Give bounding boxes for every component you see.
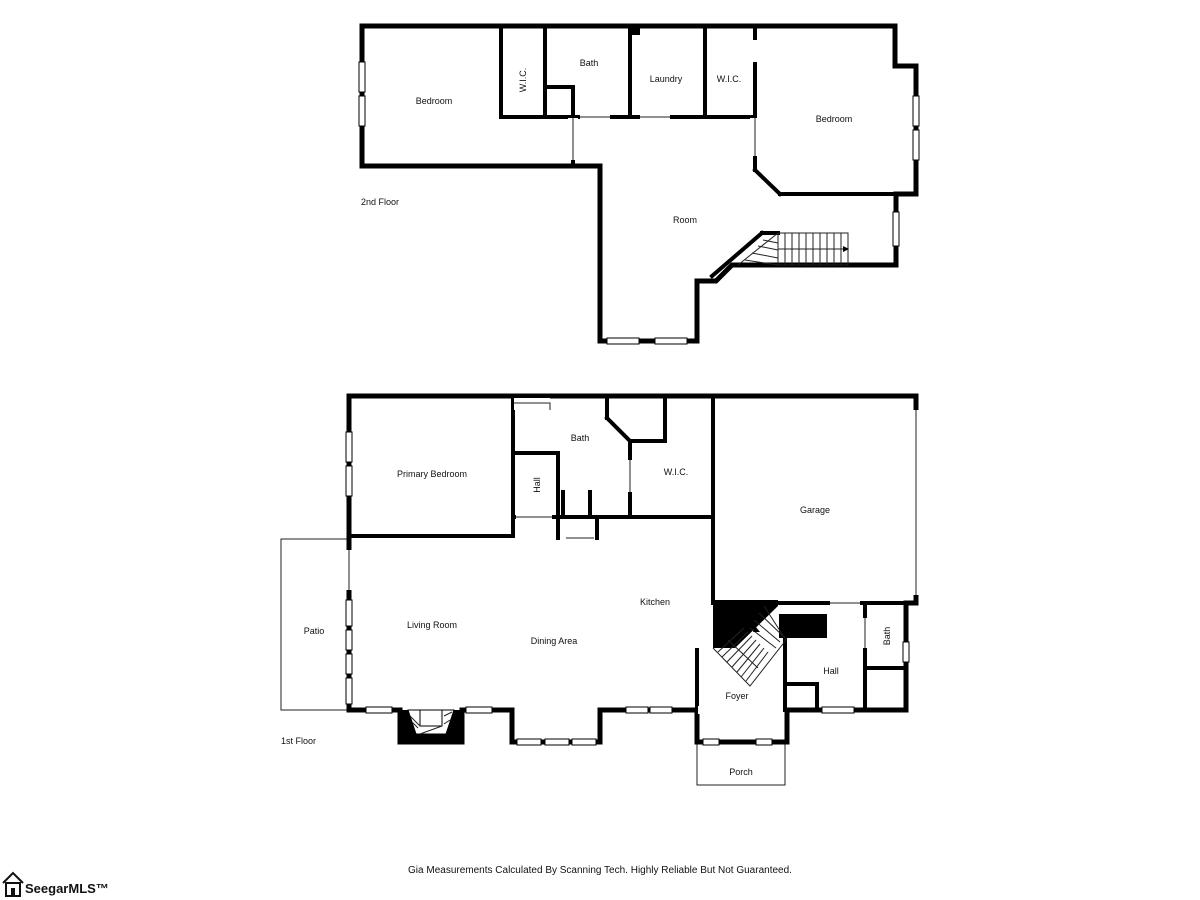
second-floor-interior-walls (499, 24, 918, 279)
room-label-patio: Patio (304, 626, 325, 636)
room-label-bedroom-right: Bedroom (816, 114, 853, 124)
stair-wall-block (713, 600, 778, 648)
first-floor-interior-walls (347, 394, 918, 712)
room-label-laundry: Laundry (650, 74, 683, 84)
room-label-bath-small: Bath (882, 627, 892, 646)
room-label-primary-bedroom: Primary Bedroom (397, 469, 467, 479)
room-label-living-room: Living Room (407, 620, 457, 630)
first-floor-plan: Primary Bedroom Bath Hall W.I.C. Garage … (280, 393, 920, 786)
room-label-bath-second: Bath (580, 58, 599, 68)
first-floor-stairs (712, 605, 787, 687)
logo-text: SeegarMLS™ (25, 881, 109, 896)
room-label-dining-area: Dining Area (531, 636, 578, 646)
fireplace (402, 709, 460, 740)
patio-outline (280, 538, 350, 711)
second-floor-plan: Bedroom W.I.C. Bath Laundry W.I.C. Bedro… (358, 23, 920, 345)
room-label-wic-first: W.I.C. (664, 467, 689, 477)
porch-outline (696, 742, 786, 786)
room-label-wic-left: W.I.C. (518, 68, 528, 93)
first-floor-label: 1st Floor (281, 736, 316, 746)
room-label-garage: Garage (800, 505, 830, 515)
first-floor-outer-wall (346, 393, 919, 745)
room-label-foyer: Foyer (725, 691, 748, 701)
room-label-room: Room (673, 215, 697, 225)
room-label-hall-lower: Hall (823, 666, 839, 676)
first-floor-windows (345, 431, 910, 746)
room-label-bath-first: Bath (571, 433, 590, 443)
room-label-kitchen: Kitchen (640, 597, 670, 607)
second-floor-stairs (737, 232, 849, 266)
hall-closet-block (779, 614, 827, 638)
second-floor-label: 2nd Floor (361, 197, 399, 207)
room-label-bedroom-left: Bedroom (416, 96, 453, 106)
room-label-porch: Porch (729, 767, 753, 777)
room-label-hall-upper: Hall (532, 477, 542, 493)
room-label-wic-right: W.I.C. (717, 74, 742, 84)
chimney-block (630, 26, 640, 35)
house-icon (2, 871, 24, 897)
mls-logo: SeegarMLS™ (2, 871, 109, 897)
second-floor-windows (358, 61, 920, 345)
measurement-disclaimer: Gia Measurements Calculated By Scanning … (408, 865, 792, 876)
second-floor-outer-wall (359, 23, 919, 344)
